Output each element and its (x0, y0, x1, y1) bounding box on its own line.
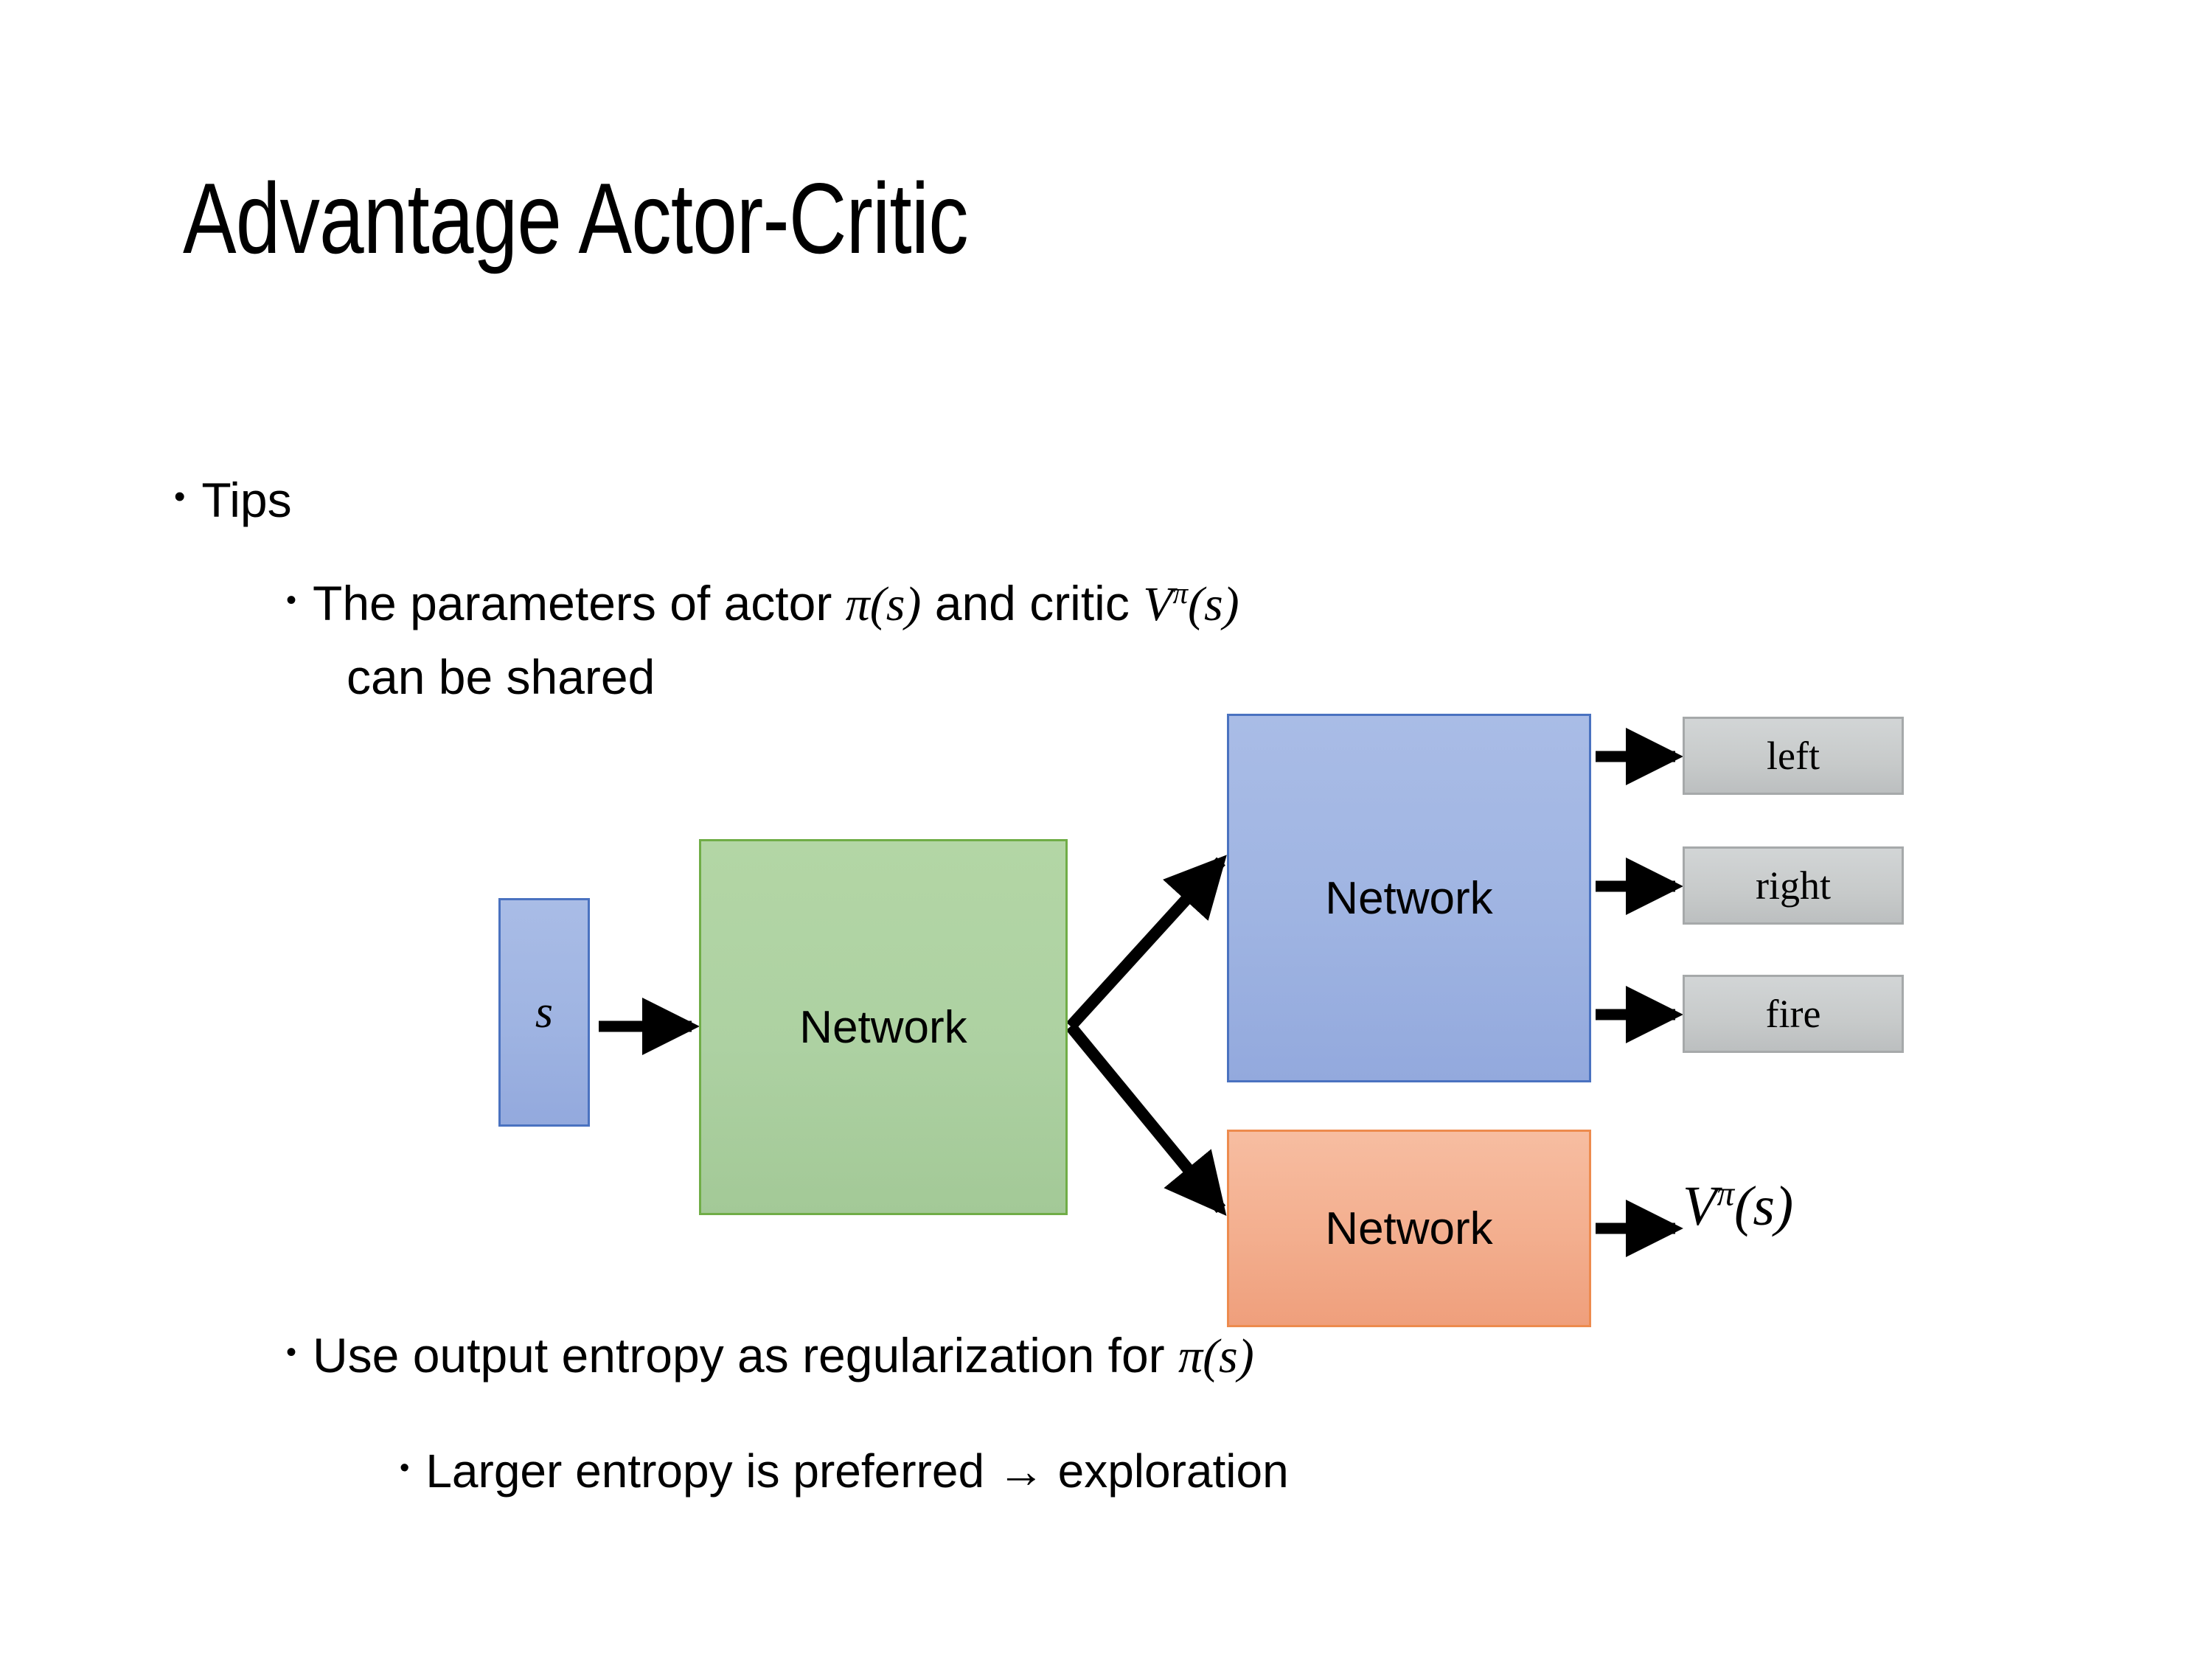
node-shared-network-label: Network (799, 1001, 967, 1053)
bullet-tips: • Tips (174, 472, 292, 528)
bullet-output-entropy-text: Use output entropy as regularization for… (313, 1327, 1254, 1385)
bullet-larger-entropy: • Larger entropy is preferred → explorat… (400, 1444, 1289, 1498)
arrow-shared-to-critic-network (1065, 1022, 1227, 1216)
bullet-glyph-icon: • (286, 584, 297, 616)
output-action-right-label: right (1756, 863, 1831, 908)
bullet-glyph-icon: • (286, 1336, 297, 1368)
actor-pi-argument: (s) (869, 577, 922, 631)
critic-v-superscript-pi: π (1172, 577, 1189, 610)
node-input-state-label: s (535, 987, 554, 1037)
params-mid-text: and critic (921, 576, 1144, 630)
bullet-shared-parameters: • The parameters of actor π(s) and criti… (286, 575, 1239, 633)
node-actor-network: Network (1227, 714, 1591, 1082)
output-action-fire-label: fire (1765, 992, 1821, 1036)
params-prefix-text: The parameters of actor (313, 576, 846, 630)
node-shared-network: Network (699, 839, 1068, 1215)
entropy-pi-symbol: π (1178, 1329, 1203, 1383)
page-title: Advantage Actor-Critic (183, 162, 969, 274)
output-value-function-label: Vπ(s) (1683, 1174, 1793, 1239)
entropy-pi-argument: (s) (1203, 1329, 1254, 1383)
critic-v-symbol: V (1143, 577, 1173, 631)
bullet-glyph-icon: • (174, 479, 186, 515)
bullet-glyph-icon: • (400, 1453, 410, 1484)
output-action-left: left (1683, 717, 1904, 795)
bullet-output-entropy: • Use output entropy as regularization f… (286, 1327, 1254, 1385)
value-v-superscript-pi: π (1717, 1175, 1735, 1214)
entropy-prefix-text: Use output entropy as regularization for (313, 1328, 1178, 1382)
value-v-symbol: V (1683, 1175, 1717, 1237)
value-v-argument: (s) (1734, 1175, 1794, 1237)
output-action-left-label: left (1767, 734, 1820, 778)
critic-v-argument: (s) (1188, 577, 1239, 631)
node-critic-network-label: Network (1325, 1203, 1493, 1254)
arrow-shared-to-actor-network (1066, 855, 1227, 1031)
node-actor-network-label: Network (1325, 872, 1493, 924)
bullet-shared-parameters-text: The parameters of actor π(s) and critic … (313, 575, 1239, 633)
output-action-fire: fire (1683, 975, 1904, 1053)
node-critic-network: Network (1227, 1130, 1591, 1327)
actor-pi-symbol: π (845, 577, 870, 631)
bullet-larger-entropy-label: Larger entropy is preferred → exploratio… (425, 1444, 1289, 1498)
output-action-right: right (1683, 846, 1904, 925)
node-input-state: s (498, 898, 590, 1127)
bullet-tips-label: Tips (201, 473, 292, 527)
bullet-shared-parameters-line2: can be shared (347, 650, 655, 704)
